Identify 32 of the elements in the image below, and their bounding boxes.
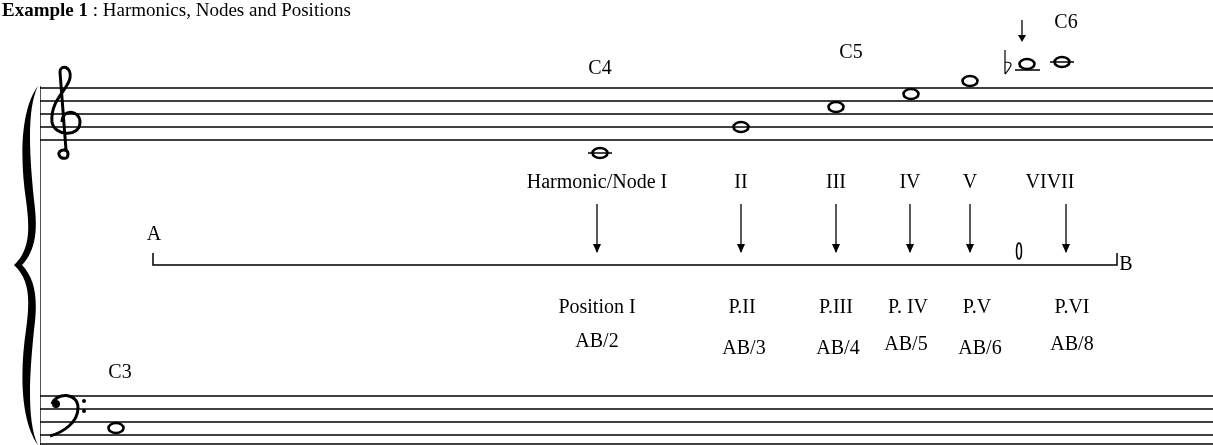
title: Example 1 : Harmonics, Nodes and Positions	[2, 0, 351, 22]
note-label: P.V	[962, 294, 992, 319]
note-label: P.II	[728, 294, 756, 319]
note-label: AB/2	[575, 328, 619, 353]
harmonic-label: Harmonic/Node I	[526, 168, 668, 194]
note-label: C6	[1054, 9, 1078, 34]
harmonic-label: VIVII	[1025, 168, 1075, 194]
arrow	[737, 203, 745, 253]
note-label: AB/4	[816, 335, 860, 360]
arrow	[906, 203, 914, 253]
arrow	[1062, 203, 1070, 253]
note-label: C3	[108, 359, 132, 384]
string-bracket	[152, 253, 1118, 266]
note-label: P.VI	[1054, 294, 1090, 319]
note-label: Position I	[558, 294, 636, 319]
note-label: C4	[588, 55, 612, 80]
note-label: C5	[839, 39, 863, 64]
note-label: B	[1119, 251, 1133, 276]
note-label: AB/8	[1050, 331, 1094, 356]
note-label: P. IV	[888, 294, 928, 319]
note-label: P.III	[819, 294, 853, 319]
harmonic-label: V	[962, 168, 978, 194]
note-label: AB/5	[884, 331, 928, 356]
harmonic-label: III	[826, 168, 846, 194]
note-label: AB/6	[958, 335, 1002, 360]
note-label: AB/3	[722, 335, 766, 360]
arrow	[966, 203, 974, 253]
arrow	[593, 203, 601, 253]
arrow	[832, 203, 840, 253]
note-label: A	[146, 221, 162, 246]
harmonic-label: IV	[899, 168, 921, 194]
harmonic-label: II	[734, 168, 748, 194]
